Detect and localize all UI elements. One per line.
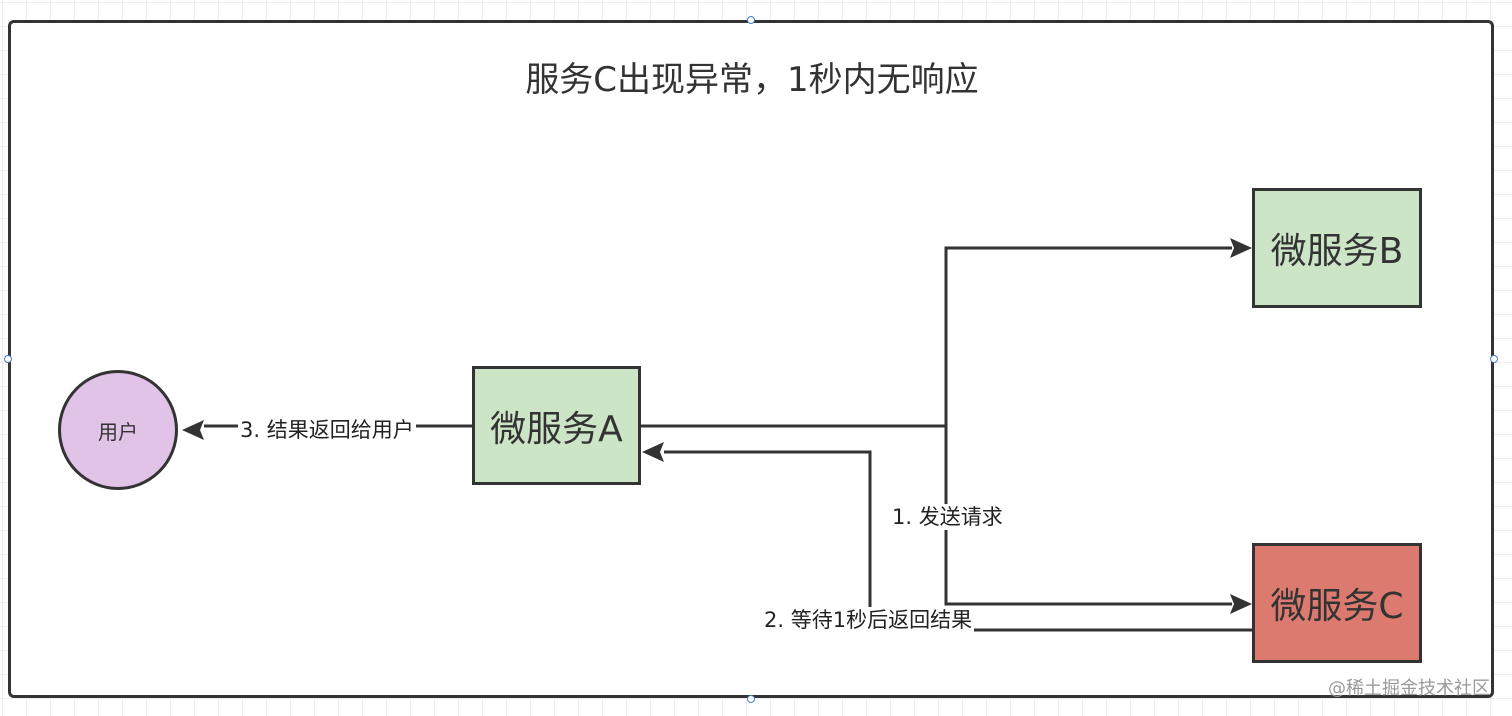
arrowhead-to-c (1230, 594, 1252, 614)
edge-return-to-a (664, 450, 1252, 632)
edge-request-to-c (944, 426, 1232, 606)
user-node-label: 用户 (98, 419, 138, 444)
service-a-label: 微服务A (490, 408, 623, 450)
arrowhead-to-user (182, 420, 204, 440)
service-b-node[interactable]: 微服务B (1252, 188, 1422, 308)
service-a-node[interactable]: 微服务A (472, 366, 641, 485)
selection-handle-right[interactable] (1490, 355, 1498, 363)
edge-label-wait-return: 2. 等待1秒后返回结果 (762, 607, 975, 633)
edge-label-send-request: 1. 发送请求 (890, 504, 1005, 530)
arrowhead-to-b (1230, 238, 1252, 258)
edge-label-return-user: 3. 结果返回给用户 (238, 417, 416, 443)
selection-handle-top[interactable] (747, 16, 755, 24)
service-c-label: 微服务C (1270, 586, 1404, 627)
selection-handle-left[interactable] (4, 355, 12, 363)
watermark: @稀土掘金技术社区 (1328, 678, 1490, 699)
arrowhead-to-a (642, 442, 664, 462)
user-node[interactable]: 用户 (58, 370, 178, 490)
service-b-label: 微服务B (1270, 231, 1404, 272)
service-c-node[interactable]: 微服务C (1252, 543, 1422, 663)
container-frame[interactable] (8, 20, 1494, 698)
diagram-title: 服务C出现异常，1秒内无响应 (525, 60, 979, 100)
selection-handle-bottom[interactable] (747, 695, 755, 703)
edge-request-to-b (944, 246, 1232, 426)
